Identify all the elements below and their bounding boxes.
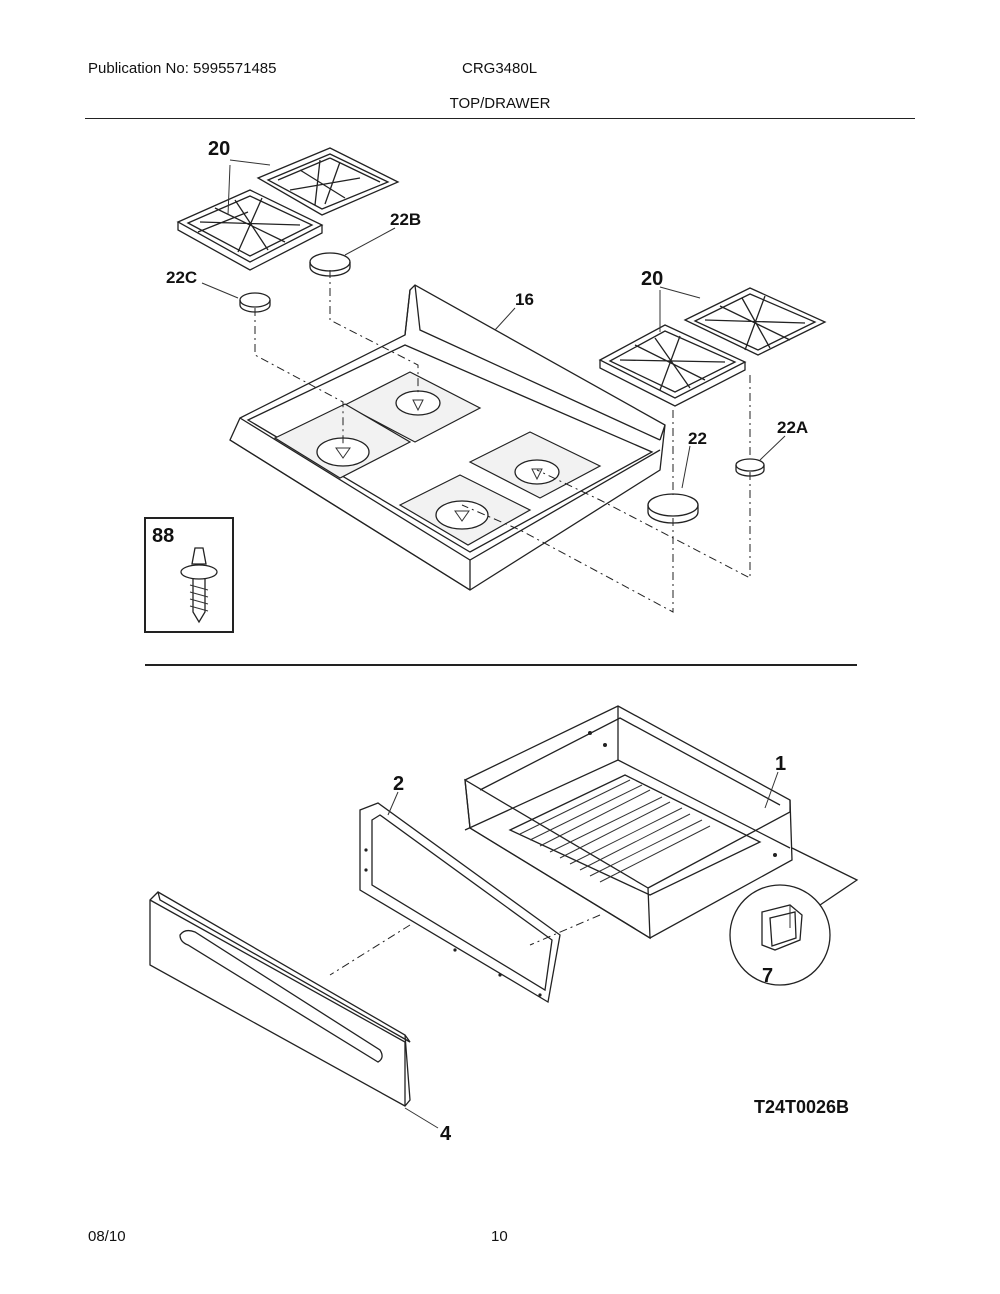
leader-lines-drawer [387,771,779,1129]
diagram-code: T24T0026B [754,1097,849,1117]
model-number: CRG3480L [462,60,538,77]
left-burner-grates [176,147,400,271]
screw-88-box [144,517,234,633]
roller-7-detail [729,847,859,986]
callout-drawer-1: 1 [775,753,786,775]
callout-cap-22a: 22A [777,418,808,437]
callout-cap-22b: 22B [390,210,421,229]
callout-roller-7: 7 [762,965,773,987]
header-divider [85,118,915,119]
callout-screw-88: 88 [152,525,174,547]
callout-cap-22: 22 [688,429,707,448]
page-number: 10 [491,1228,508,1245]
leader-lines-top [201,159,786,489]
drawer-panel-4 [149,891,411,1107]
callout-drawer-panel-4: 4 [440,1123,452,1145]
callout-grate-left: 20 [208,138,230,160]
callout-cooktop-16: 16 [515,290,534,309]
footer-date: 08/10 [88,1228,126,1245]
assembly-lines-top [254,270,751,613]
drawer-1 [464,705,793,940]
callout-cap-22c: 22C [166,268,197,287]
callout-drawer-liner-2: 2 [393,773,404,795]
assembly-lines-drawer [329,914,601,976]
publication-number: Publication No: 5995571485 [88,60,277,77]
right-burner-grates [598,287,827,407]
callout-grate-right: 20 [641,268,663,290]
section-title: TOP/DRAWER [449,95,551,112]
cooktop-16 [229,284,666,591]
drawer-liner-2 [359,802,561,1004]
